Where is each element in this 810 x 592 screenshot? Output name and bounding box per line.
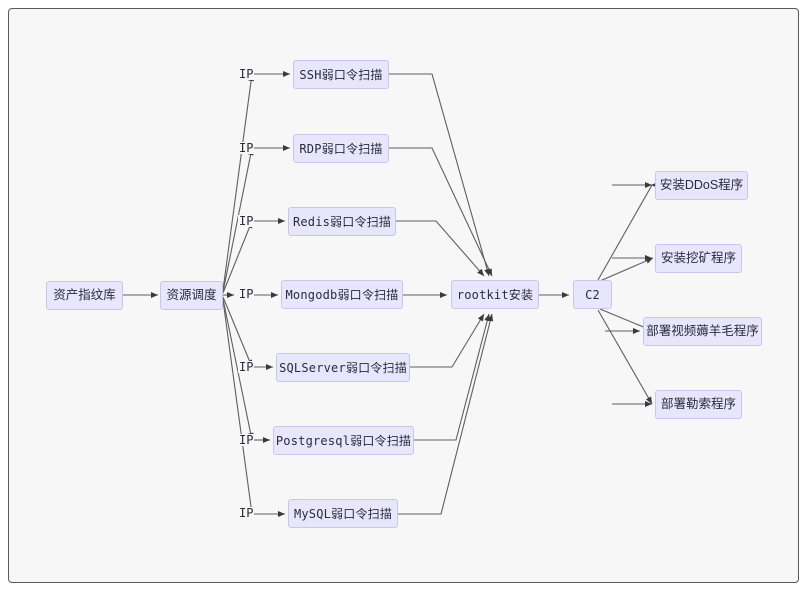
node-scan-mysql[interactable]: MySQL弱口令扫描 [288,499,398,528]
node-deploy-video-farming[interactable]: 部署视频薅羊毛程序 [643,317,762,346]
edge-label-ip-redis: IP [238,214,255,228]
node-scan-redis[interactable]: Redis弱口令扫描 [288,207,396,236]
edge-label-ip-ssh: IP [238,67,255,81]
node-asset[interactable]: 资产指纹库 [46,281,123,310]
node-rootkit-install[interactable]: rootkit安装 [451,280,539,309]
node-scan-rdp[interactable]: RDP弱口令扫描 [293,134,389,163]
diagram-frame [8,8,799,583]
edge-label-ip-mysql: IP [238,506,255,520]
edge-label-ip-mongodb: IP [238,287,255,301]
node-c2[interactable]: C2 [573,280,612,309]
node-scan-sqlserver[interactable]: SQLServer弱口令扫描 [276,353,410,382]
node-scan-ssh[interactable]: SSH弱口令扫描 [293,60,389,89]
node-install-ddos[interactable]: 安装DDoS程序 [655,171,748,200]
edge-label-ip-sqlserver: IP [238,360,255,374]
edge-label-ip-postgresql: IP [238,433,255,447]
node-scan-postgresql[interactable]: Postgresql弱口令扫描 [273,426,414,455]
edge-label-ip-rdp: IP [238,141,255,155]
node-scheduler[interactable]: 资源调度 [160,281,223,310]
node-install-mining[interactable]: 安装挖矿程序 [655,244,742,273]
node-deploy-ransomware[interactable]: 部署勒索程序 [655,390,742,419]
node-scan-mongodb[interactable]: Mongodb弱口令扫描 [281,280,403,309]
